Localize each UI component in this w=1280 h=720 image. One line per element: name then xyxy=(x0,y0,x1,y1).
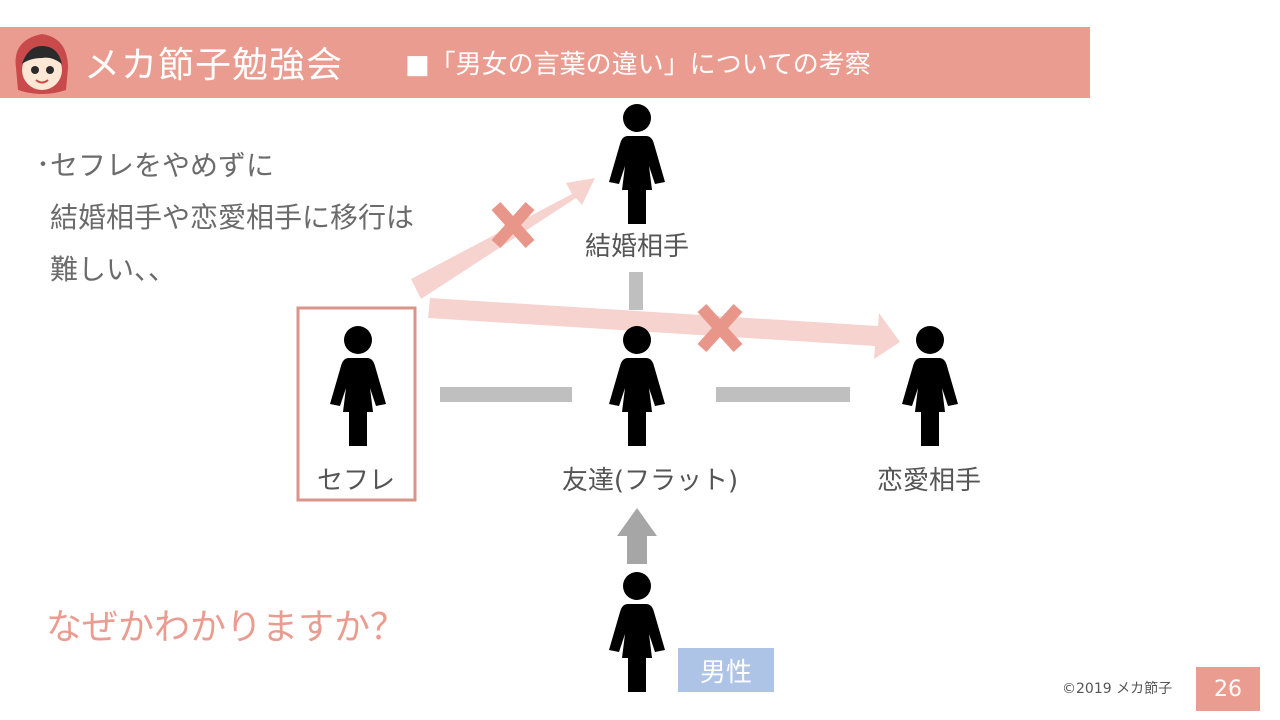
arrow-to-romance xyxy=(428,298,900,359)
person-icon xyxy=(330,326,386,446)
connector-right xyxy=(716,387,850,402)
node-label-sefure: セフレ xyxy=(316,466,396,496)
person-icon xyxy=(902,326,958,446)
page-number: 26 xyxy=(1196,667,1260,711)
header-subtitle: ■「男女の言葉の違い」についての考察 xyxy=(405,50,871,80)
bullet-marker: ・ xyxy=(32,153,55,178)
mascot-logo-icon xyxy=(15,34,68,94)
cross-mark-icon xyxy=(697,303,743,353)
sefure-highlight-box xyxy=(296,306,417,502)
copyright: ©2019 メカ節子 xyxy=(1062,681,1173,697)
cross-mark-icon xyxy=(491,201,535,249)
node-label-friend: 友達(フラット) xyxy=(561,466,739,496)
header-title: メカ節子勉強会 xyxy=(84,45,344,86)
bullet-line: 難しい、、 xyxy=(50,253,177,286)
connector-vertical xyxy=(629,272,643,310)
bullet-line: セフレをやめずに xyxy=(50,149,275,182)
header-bar xyxy=(0,27,1090,98)
connector-left xyxy=(440,387,572,402)
male-tag: 男性 xyxy=(678,648,774,692)
node-label-romance: 恋愛相手 xyxy=(876,466,982,496)
bullet-text: ・ セフレをやめずに 結婚相手や恋愛相手に移行は 難しい、、 xyxy=(32,140,414,296)
question-text: なぜかわかりますか？ xyxy=(46,607,407,648)
node-label-marriage: 結婚相手 xyxy=(584,232,690,262)
bullet-line: 結婚相手や恋愛相手に移行は xyxy=(50,201,415,234)
person-icon xyxy=(609,572,665,692)
person-icon xyxy=(609,104,665,224)
arrow-up-icon xyxy=(617,508,657,564)
person-icon xyxy=(609,326,665,446)
